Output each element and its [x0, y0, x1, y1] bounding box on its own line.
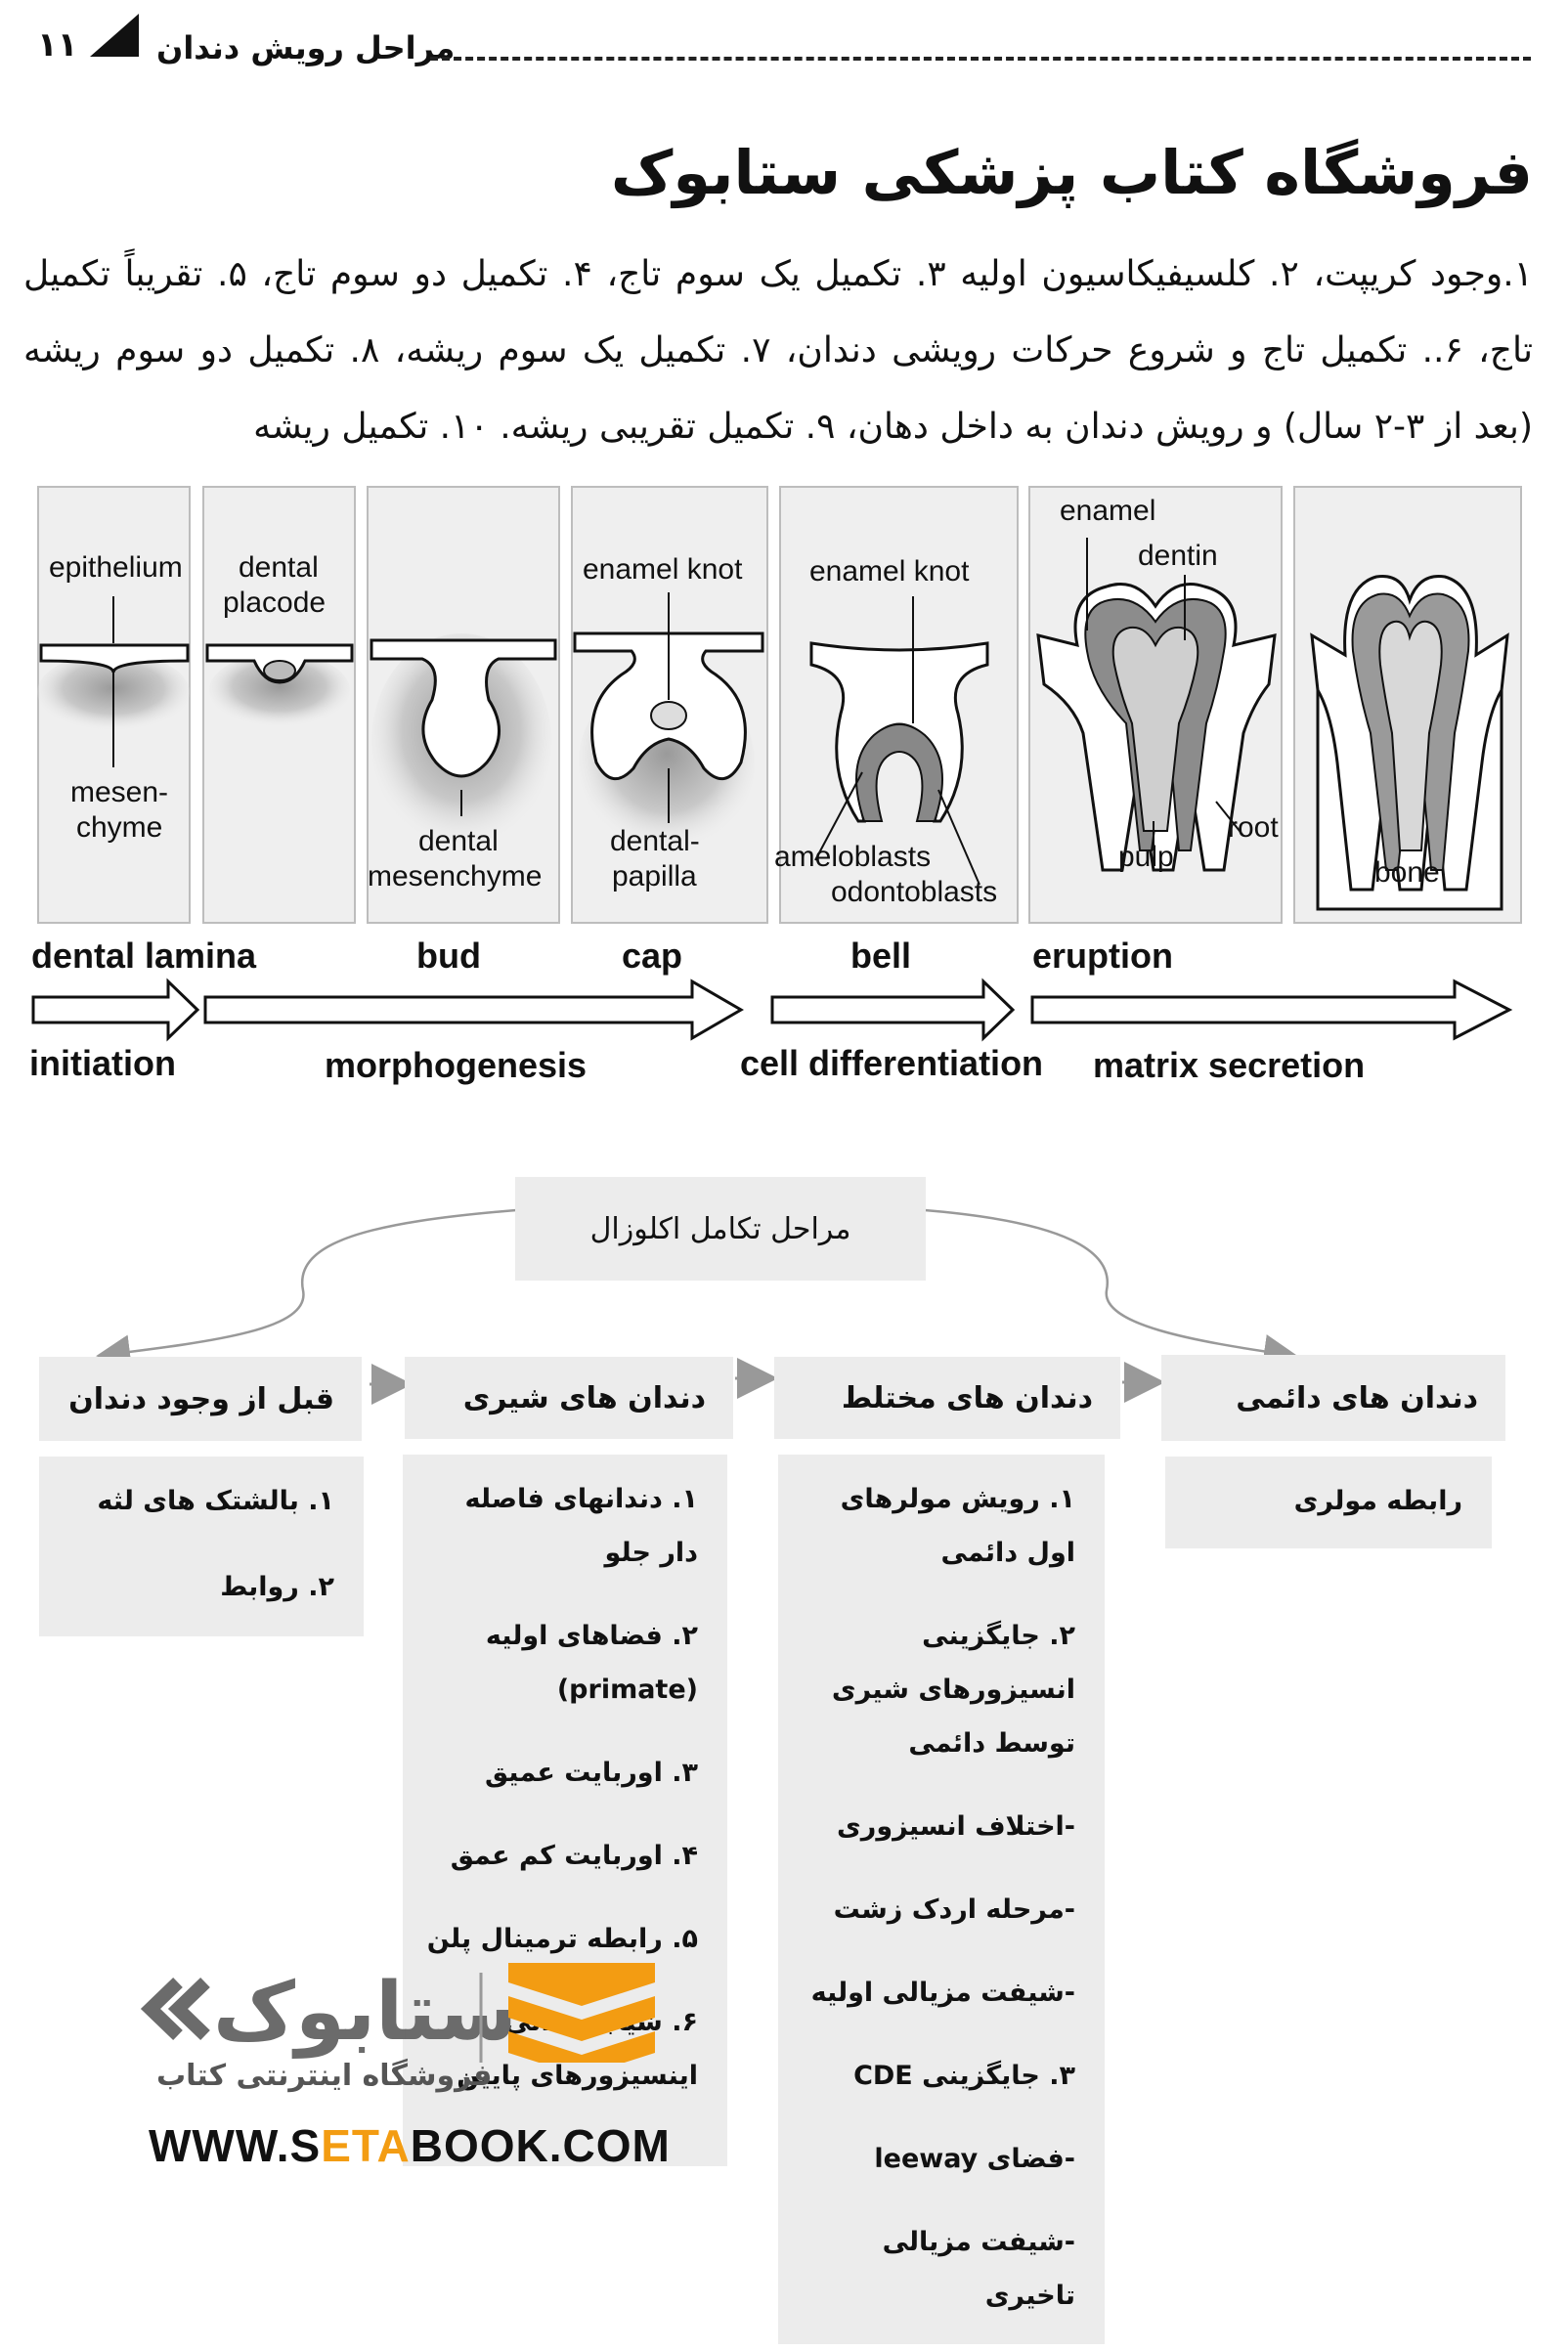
list-item: ۲. روابط: [220, 1572, 334, 1602]
label-ameloblasts: ameloblasts: [774, 841, 931, 873]
list-item: ۱. بالشتک های لثه: [97, 1486, 334, 1516]
label-epithelium: epithelium: [49, 551, 183, 584]
curve-left: [96, 1208, 517, 1370]
col-header-permanent: دندان های دائمی: [1161, 1355, 1505, 1441]
label-placode-2: placode: [223, 587, 326, 619]
logo-chevron-icon: [508, 1963, 655, 2063]
list-item: ۳. جایگزینی CDE: [853, 2061, 1075, 2091]
arrow-matrix-secretion: [1030, 979, 1513, 1041]
col-list-mixed: ۱. رویش مولرهای اول دائمی ۲. جایگزینی ان…: [778, 1455, 1105, 2344]
process-matrix-secretion: matrix secretion: [1093, 1045, 1365, 1085]
label-mesenchyme-2: chyme: [76, 811, 162, 844]
col-list-pre-dental: ۱. بالشتک های لثه ۲. روابط: [39, 1457, 364, 1636]
label-odontoblasts: odontoblasts: [831, 876, 997, 908]
arrow-cell-differentiation: [770, 978, 1016, 1042]
header-triangle-icon: [90, 14, 139, 57]
col-header-primary: دندان های شیری: [405, 1357, 733, 1439]
arrow-morphogenesis: [203, 979, 744, 1041]
list-item: ۴. اوربایت کم عمق: [450, 1841, 698, 1871]
stage-cap: cap: [622, 936, 682, 976]
list-item: -مرحله اردک زشت: [833, 1894, 1075, 1925]
list-item: ۳. اوربایت عمیق: [484, 1758, 698, 1788]
label-mesenchyme-1: mesen-: [70, 776, 168, 808]
epithelium-layer: [39, 643, 190, 674]
label-placode-1: dental: [239, 551, 319, 584]
logo-subtitle: فروشگاه اینترنتی کتاب: [156, 2059, 493, 2093]
col-list-primary: ۱. دندانهای فاصله دار جلو ۲. فضاهای اولی…: [403, 1455, 727, 2166]
label-pulp: pulp: [1118, 841, 1174, 873]
stage-dental-lamina: dental lamina: [31, 936, 257, 976]
store-title: فروشگاه کتاب پزشکی ستابوک: [610, 137, 1533, 208]
list-item: -فضای leeway: [874, 2144, 1075, 2174]
label-papilla-1: dental-: [610, 825, 700, 857]
label-bone: bone: [1374, 856, 1440, 889]
stage-bud: bud: [416, 936, 481, 976]
tooth-development-figure: epithelium mesen- chyme dental placode d…: [29, 486, 1522, 1085]
list-item: ۱. دندانهای فاصله دار جلو: [464, 1484, 698, 1568]
page-number: ۱۱: [37, 25, 78, 65]
label-dental-mesenchyme-2: mesenchyme: [368, 860, 542, 892]
flow-main-label: مراحل تکامل اکلوزال: [589, 1211, 851, 1246]
list-item: ۲. جایگزینی انسیزورهای شیری توسط دائمی: [831, 1621, 1075, 1759]
list-item: -اختلاف انسیزوری: [837, 1811, 1075, 1842]
curve-right: [924, 1208, 1298, 1369]
col-header-pre-dental: قبل از وجود دندان: [39, 1357, 362, 1441]
logo-url: WWW.SETABOOK.COM: [149, 2120, 671, 2171]
arrow-initiation: [31, 978, 200, 1042]
process-cell-differentiation: cell differentiation: [740, 1043, 1043, 1083]
stage-eruption: eruption: [1032, 936, 1173, 976]
label-dentin: dentin: [1138, 540, 1218, 572]
list-item: ۵. رابطه ترمینال پلن: [426, 1924, 698, 1954]
process-initiation: initiation: [29, 1043, 176, 1083]
bud-shape: [370, 638, 557, 778]
col-header-mixed: دندان های مختلط: [774, 1357, 1120, 1439]
label-enamel: enamel: [1060, 495, 1155, 527]
running-head: مراحل رویش دندان: [156, 29, 456, 66]
label-enamel-knot-cap: enamel knot: [583, 553, 743, 586]
list-item: -شیفت مزیالی اولیه: [810, 1978, 1075, 2008]
process-morphogenesis: morphogenesis: [325, 1045, 587, 1085]
stage-bell: bell: [850, 936, 911, 976]
setabook-logo: ستابوک: [140, 1963, 655, 2063]
label-root: root: [1228, 811, 1279, 844]
list-item: -شیفت مزیالی تاخیری: [882, 2227, 1075, 2311]
list-item: ۲. فضاهای اولیه (primate): [485, 1621, 698, 1705]
label-papilla-2: papilla: [612, 860, 697, 892]
list-item: رابطه مولری: [1293, 1486, 1462, 1516]
logo-wordmark: ستابوک: [213, 1966, 517, 2059]
label-enamel-knot-bell: enamel knot: [809, 555, 970, 588]
col-list-permanent: رابطه مولری: [1165, 1457, 1492, 1548]
flow-connectors: [96, 1208, 1298, 1405]
label-dental-mesenchyme-1: dental: [418, 825, 499, 857]
list-item: ۱. رویش مولرهای اول دائمی: [840, 1484, 1075, 1568]
body-paragraph: ۱.وجود کریپت، ۲. کلسیفیکاسیون اولیه ۳. ت…: [23, 254, 1534, 447]
flow-main-box: مراحل تکامل اکلوزال: [515, 1177, 926, 1281]
header-rule: [430, 57, 1531, 61]
